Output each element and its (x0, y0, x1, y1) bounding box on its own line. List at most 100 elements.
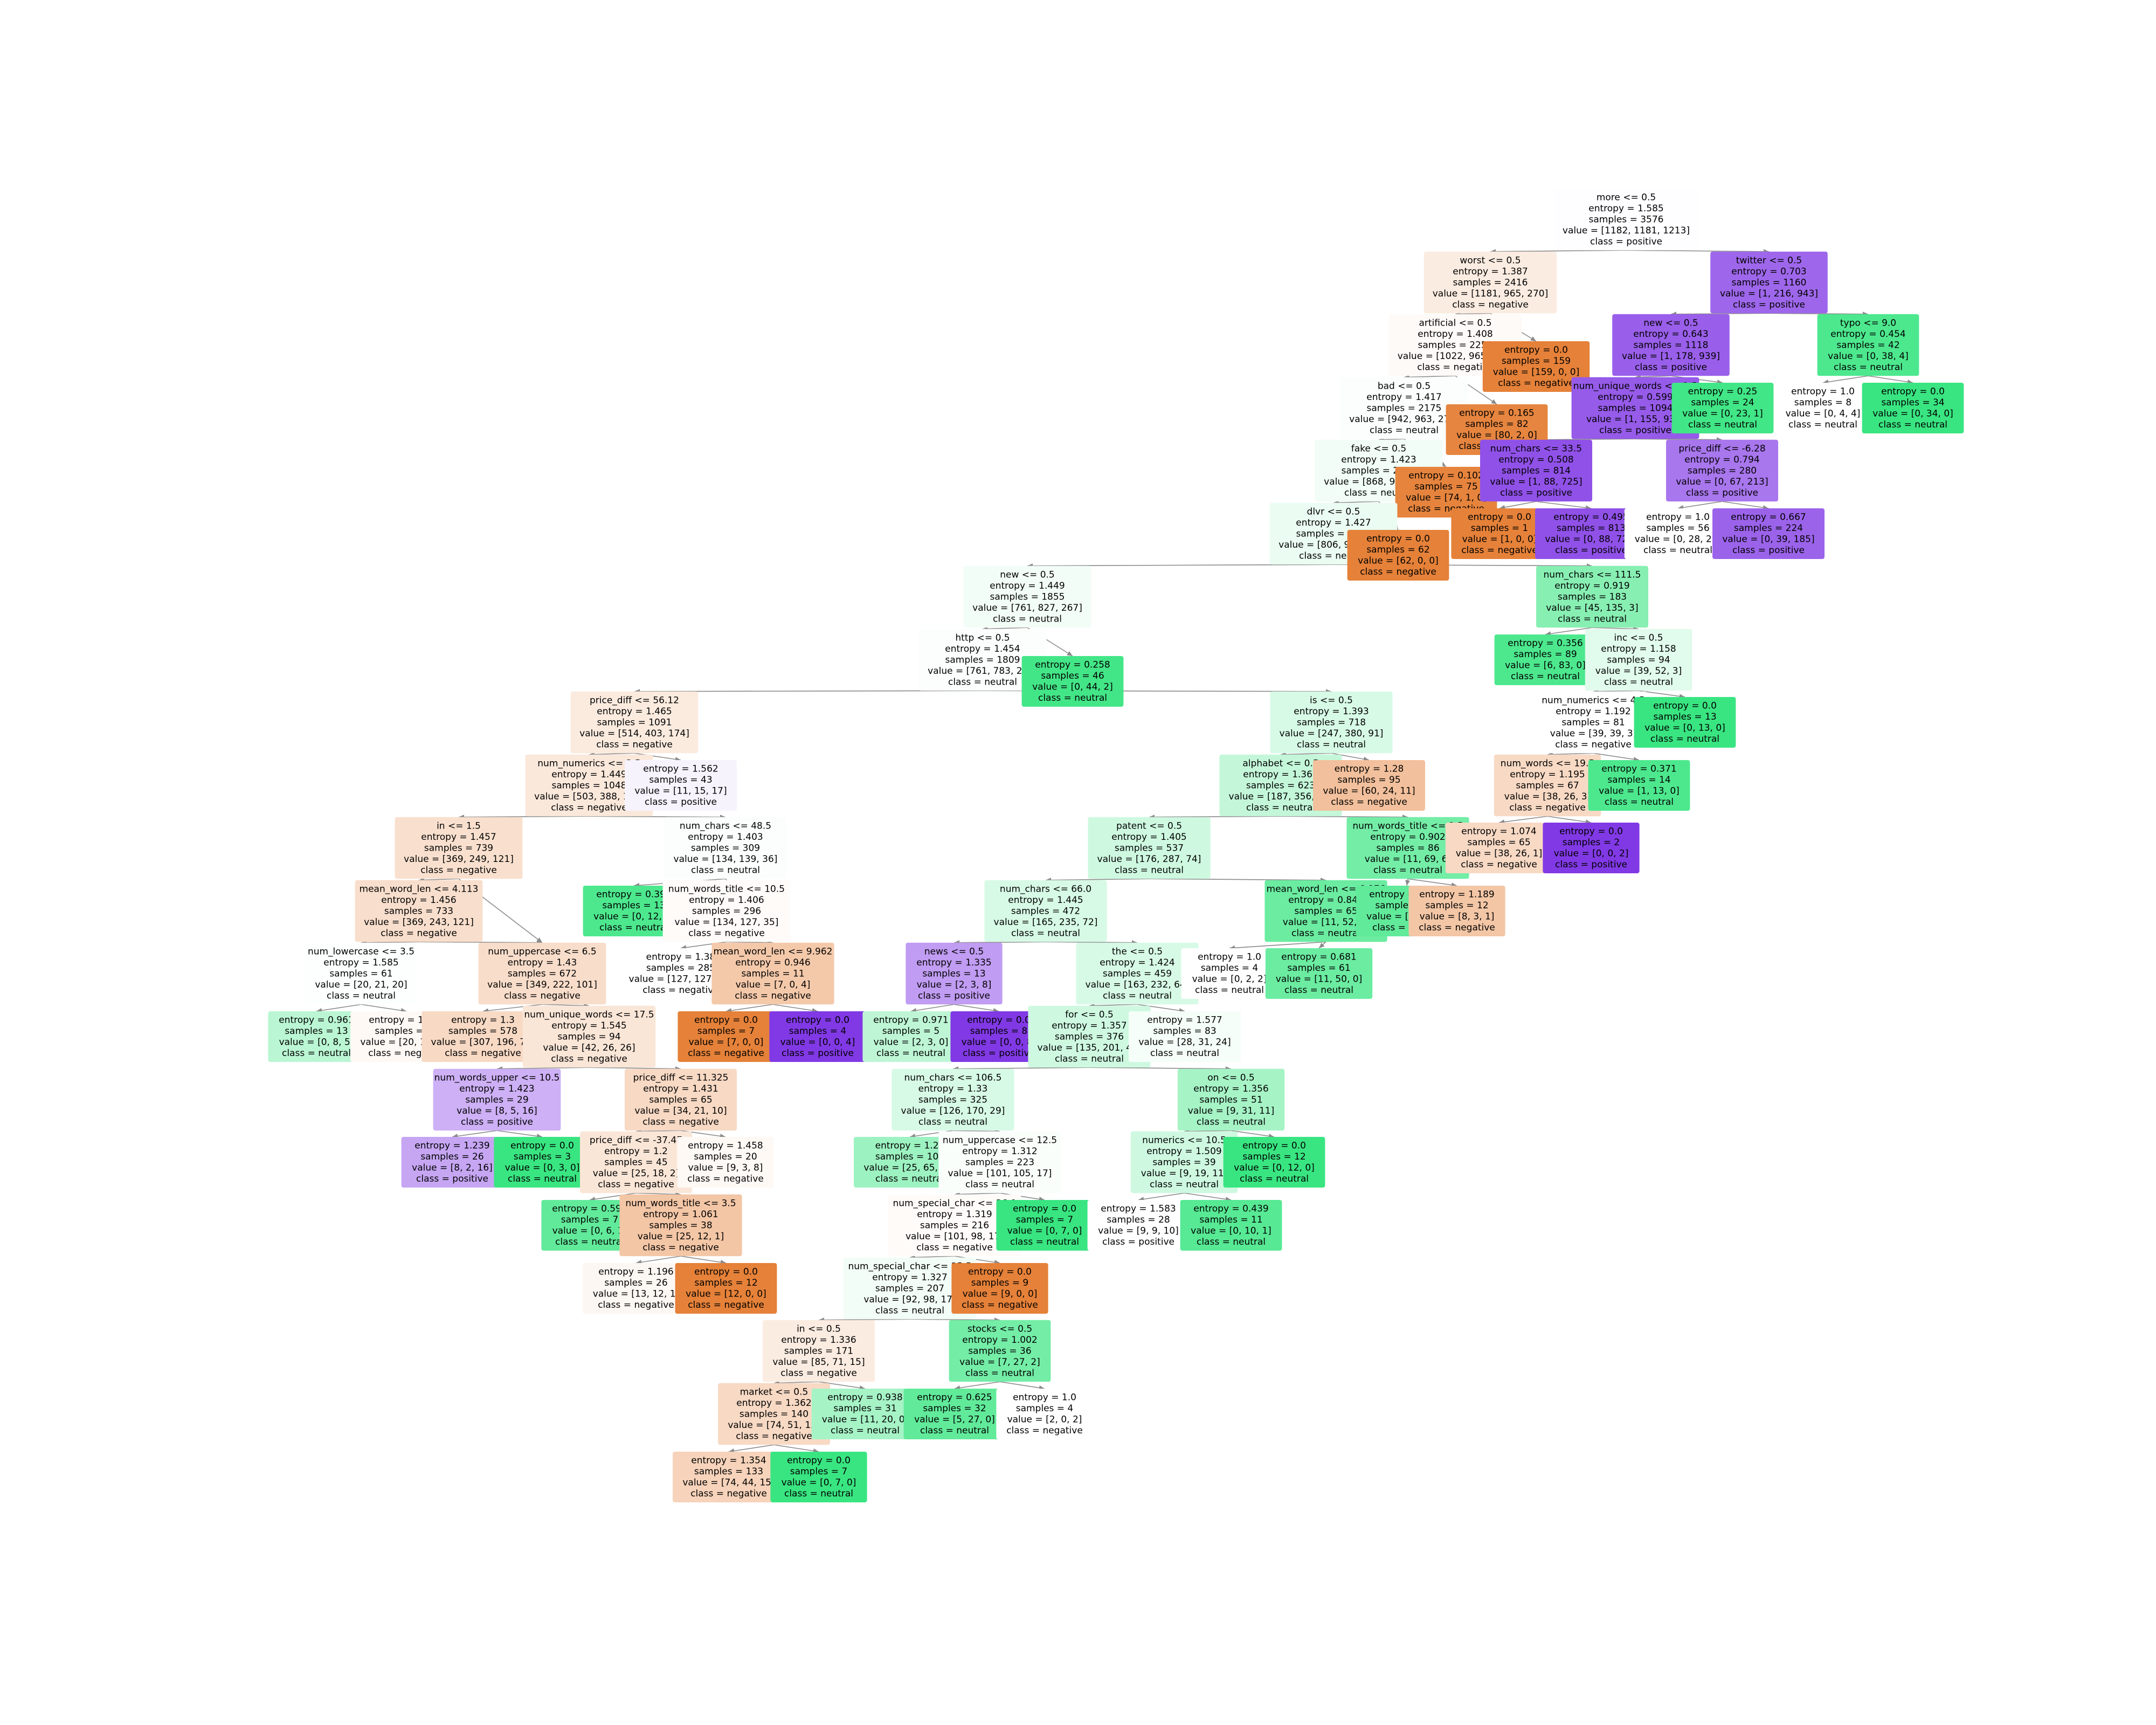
node-box (1539, 691, 1647, 754)
node-label-line: entropy = 1.0 (1646, 512, 1710, 523)
node-label-line: value = [9, 0, 0] (963, 1289, 1038, 1300)
node-label-line: value = [74, 1, 0] (1406, 493, 1487, 503)
node-label-line: value = [0, 0, 4] (780, 1037, 855, 1048)
node-label-line: entropy = 0.592 (552, 1204, 627, 1215)
node-label-line: entropy = 1.357 (1052, 1020, 1127, 1031)
node-box (1087, 1200, 1190, 1251)
node-label-line: value = [0, 39, 185] (1722, 534, 1814, 545)
node-label-line: class = neutral (1688, 419, 1757, 430)
node-label-line: value = [0, 2, 2] (1192, 974, 1267, 985)
tree-edge (773, 1444, 819, 1452)
node-label-line: entropy = 1.196 (598, 1267, 674, 1278)
tree-edge (1592, 627, 1639, 630)
node-label-line: num_numerics <= 4.5 (1542, 695, 1644, 706)
node-label-line: entropy = 1.0 (1013, 1392, 1076, 1403)
node-label-line: bad <= 0.5 (1378, 381, 1431, 391)
node-box (1817, 314, 1919, 376)
tree-edge (1045, 878, 1150, 881)
node-label-line: value = [187, 356, 80] (1229, 791, 1333, 802)
node-label-line: class = negative (690, 1488, 767, 1499)
edge-arrowhead (1530, 336, 1536, 341)
node-label-line: entropy = 1.336 (781, 1335, 856, 1346)
node-label-line: entropy = 1.0 (1198, 952, 1261, 963)
node-label-line: class = neutral (1103, 990, 1172, 1001)
node-box (1494, 754, 1601, 817)
node-label-line: class = negative (736, 1431, 812, 1441)
node-label-line: samples = 13 (602, 900, 665, 911)
node-label-line: samples = 814 (1502, 465, 1571, 476)
node-label-line: num_unique_words <= 1.5 (1573, 381, 1697, 391)
tree-edge (954, 1192, 1000, 1195)
node-label-line: fake <= 0.5 (1351, 443, 1406, 454)
tree-edge (635, 1130, 681, 1132)
node-label-line: class = negative (1498, 378, 1574, 389)
node-label-line: value = [0, 67, 213] (1676, 477, 1768, 487)
node-label-line: value = [0, 7, 0] (1007, 1226, 1082, 1237)
tree-edge (361, 1004, 407, 1012)
node-label-line: worst <= 0.5 (1460, 255, 1521, 266)
node-label-line: entropy = 0.0 (1653, 701, 1717, 712)
node-label-line: samples = 623 (1246, 780, 1315, 791)
node-label-line: samples = 133 (694, 1466, 763, 1477)
node-box (888, 1194, 1021, 1257)
node-label-line: samples = 4 (789, 1026, 847, 1037)
node-label-line: samples = 8 (970, 1026, 1028, 1037)
node-box (1571, 377, 1699, 439)
tree-edge (452, 1130, 497, 1137)
node-label-line: entropy = 1.387 (1453, 266, 1528, 277)
node-label-line: entropy = 1.449 (990, 581, 1065, 591)
node-label-line: class = positive (1500, 487, 1572, 498)
tree-edge (1545, 627, 1593, 635)
node-label-line: entropy = 1.43 (508, 957, 577, 968)
tree-edge (1231, 1130, 1275, 1137)
node-box (395, 817, 523, 879)
node-box (963, 565, 1091, 628)
tree-edge (635, 1192, 681, 1195)
node-label-line: value = [0, 28, 28] (1635, 534, 1721, 545)
node-label-line: class = negative (687, 1174, 764, 1184)
node-label-line: value = [8, 5, 16] (457, 1106, 537, 1116)
node-label-line: class = negative (445, 1048, 521, 1059)
node-label-line: value = [34, 21, 10] (634, 1106, 727, 1116)
tree-edge (725, 1004, 773, 1012)
node-label-line: value = [1, 88, 725] (1490, 477, 1582, 487)
node-label-line: samples = 95 (1337, 775, 1400, 785)
node-label-line: entropy = 1.509 (1146, 1146, 1222, 1157)
node-label-line: class = negative (1417, 362, 1494, 372)
node-label-line: samples = 75 (1414, 481, 1477, 492)
tree-edge (635, 1255, 681, 1264)
node-box (1408, 886, 1505, 936)
node-label-line: value = [39, 52, 3] (1595, 666, 1682, 677)
node-box (1028, 1005, 1151, 1068)
node-label-line: entropy = 0.794 (1684, 454, 1760, 465)
node-label-line: price_diff <= -37.47 (590, 1135, 682, 1146)
